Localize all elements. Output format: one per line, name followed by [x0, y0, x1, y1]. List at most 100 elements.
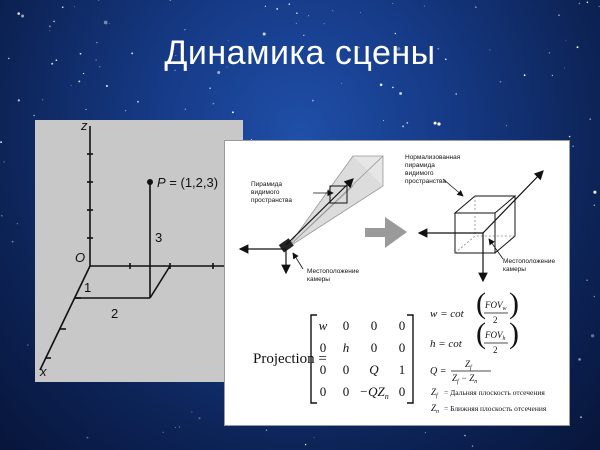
z-axis-label: z [80, 120, 88, 133]
coordinate-system-diagram: z x O P = (1,2,3) 1 2 3 [39, 120, 243, 379]
star [178, 426, 180, 428]
matrix-cell: h [343, 340, 350, 355]
star [365, 52, 368, 55]
star [276, 7, 279, 10]
star [288, 3, 291, 6]
star [48, 25, 51, 28]
star [551, 74, 554, 77]
star [593, 204, 596, 207]
star [175, 55, 177, 57]
near-plane-symbol: Zn [431, 403, 439, 415]
matrix-cell: 0 [343, 362, 350, 377]
star [74, 6, 76, 8]
star [471, 445, 474, 447]
star [125, 110, 127, 112]
star [424, 432, 426, 434]
camera-location-label: Местоположение камеры [307, 268, 361, 283]
star [580, 416, 582, 418]
far-plane-symbol: Zf [431, 387, 439, 399]
star [96, 42, 98, 44]
matrix-cell: w [319, 318, 328, 333]
star [340, 82, 342, 84]
star [1, 215, 3, 217]
x-axis-line [39, 265, 91, 371]
star [598, 5, 600, 7]
matrix-cell: 0 [320, 384, 327, 399]
dimension-1-label: 1 [84, 280, 91, 295]
origin-label: O [75, 250, 85, 265]
star [406, 122, 409, 124]
star [499, 80, 502, 83]
star [423, 5, 425, 7]
star [86, 436, 89, 439]
projection-label: Projection = [253, 351, 327, 367]
star [78, 80, 81, 83]
star [227, 40, 229, 42]
star [246, 139, 249, 142]
star [203, 46, 205, 48]
star [396, 47, 401, 51]
star [21, 14, 25, 18]
projection-equations: w = cot ( FOVw 2 ) h = cot ( FOVh 2 ) Q … [430, 287, 547, 415]
paren: ) [509, 287, 519, 320]
star [392, 2, 394, 5]
star [303, 34, 305, 37]
star [250, 139, 253, 141]
star [475, 6, 477, 8]
matrix-cell: 0 [320, 340, 327, 355]
star [399, 92, 402, 95]
matrix-cell-qzn: −QZn [359, 384, 388, 401]
matrix-cell: 0 [371, 340, 378, 355]
star [3, 161, 5, 163]
star [184, 108, 187, 110]
star [568, 135, 571, 138]
matrix-cell: 0 [320, 362, 327, 377]
star [169, 0, 172, 1]
star [379, 83, 383, 87]
point-p-label: P = (1,2,3) [157, 175, 218, 190]
dimension-3-label: 3 [155, 230, 162, 245]
star [95, 59, 97, 61]
normalized-frustum-label: Нормализованная пирамида видимого простр… [405, 154, 462, 185]
star [578, 2, 581, 5]
normalized-frustum-figure: Нормализованная пирамида видимого простр… [405, 154, 555, 283]
star [250, 50, 253, 53]
star [489, 49, 491, 51]
star [41, 99, 44, 101]
equation-w: w = cot [430, 308, 465, 320]
projection-line-y [149, 265, 171, 299]
star [558, 14, 560, 17]
star [264, 5, 267, 7]
star [51, 62, 54, 65]
equation-h-numerator: FOVh [484, 330, 506, 342]
star [131, 52, 134, 55]
star [313, 437, 315, 439]
star [296, 12, 298, 15]
star [464, 434, 466, 437]
star [437, 47, 440, 50]
coordinate-system-panel: z x O P = (1,2,3) 1 2 3 [35, 120, 243, 382]
star [11, 240, 14, 243]
matrix-cell: 0 [399, 384, 406, 399]
star [217, 71, 221, 74]
star [53, 20, 55, 23]
star [226, 66, 228, 68]
view-frustum-figure: Пирамида видимого пространства Местополо… [238, 155, 384, 283]
star [16, 222, 19, 225]
star [85, 108, 87, 110]
star [433, 121, 437, 125]
star [589, 118, 592, 120]
star [360, 12, 361, 14]
star [0, 141, 2, 144]
star [383, 120, 384, 122]
star [593, 190, 597, 194]
star [27, 344, 29, 346]
star [394, 32, 397, 35]
star [332, 10, 334, 12]
star [61, 6, 64, 9]
star [174, 69, 176, 71]
star [323, 23, 325, 25]
matrix-cell: 0 [399, 340, 406, 355]
star [198, 417, 201, 420]
star [137, 100, 139, 103]
